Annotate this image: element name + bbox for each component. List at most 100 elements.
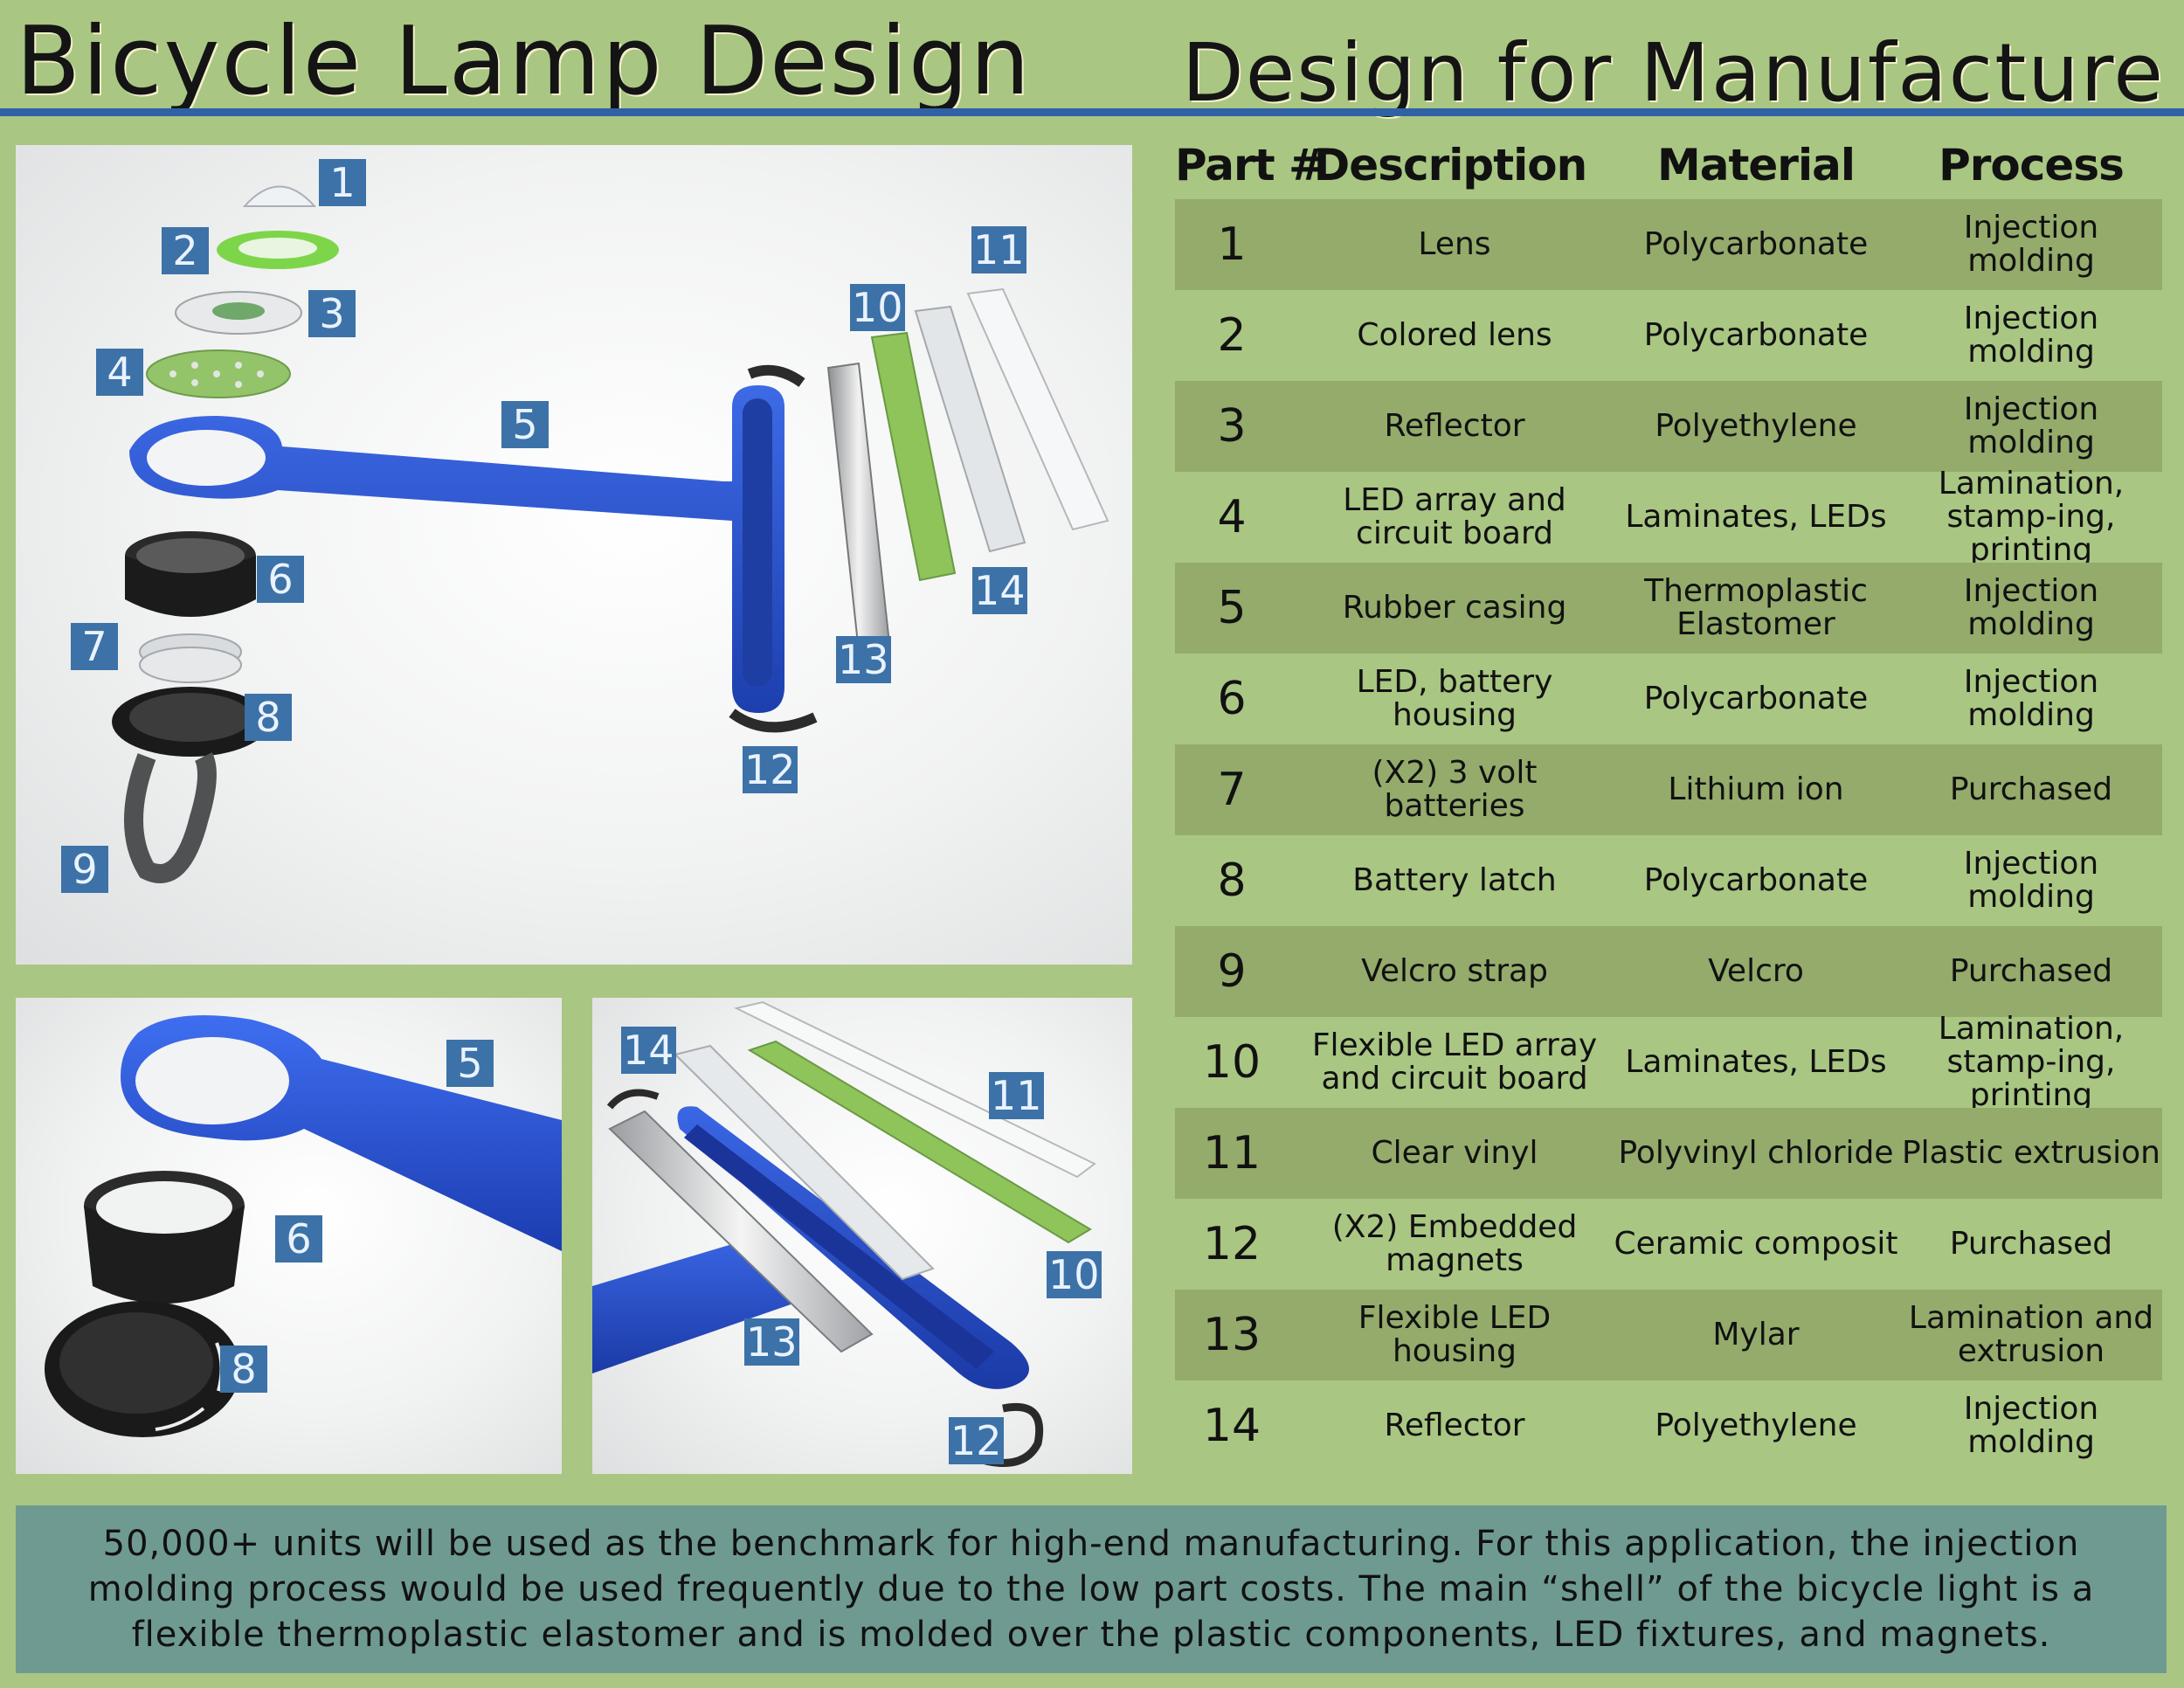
callout-br-13: 13 <box>744 1318 799 1366</box>
part-number: 5 <box>1217 582 1247 634</box>
part-process: Injection molding <box>1963 1391 2099 1460</box>
part-material: Ceramic composit <box>1614 1226 1898 1262</box>
table-row: 9 Velcro strap Velcro Purchased <box>1175 926 2162 1017</box>
part-material: Lithium ion <box>1668 771 1844 807</box>
callout-7: 7 <box>71 623 118 670</box>
part-description: Flexible LED array and circuit board <box>1311 1027 1598 1097</box>
callout-3: 3 <box>308 290 356 337</box>
part-number: 1 <box>1217 218 1247 271</box>
callout-4: 4 <box>96 349 143 396</box>
table-row: 10 Flexible LED array and circuit board … <box>1175 1011 2162 1113</box>
part-material: Polyvinyl chloride <box>1618 1135 1894 1171</box>
table-row: 4 LED array and circuit board Laminates,… <box>1175 466 2162 568</box>
callout-13: 13 <box>836 636 891 683</box>
part-description: Clear vinyl <box>1371 1135 1538 1171</box>
part-process: Injection molding <box>1963 573 2099 642</box>
table-row: 2 Colored lens Polycarbonate Injection m… <box>1175 290 2162 381</box>
part-number: 2 <box>1217 309 1247 362</box>
part-number: 13 <box>1202 1309 1261 1361</box>
part-process: Lamination, stamp-ing, printing <box>1938 1011 2125 1113</box>
part-material: Polycarbonate <box>1643 317 1869 353</box>
part-description: Colored lens <box>1357 317 1552 353</box>
part-description: Reflector <box>1384 408 1525 444</box>
part-process: Injection molding <box>1963 391 2099 460</box>
table-row: 14 Reflector Polyethylene Injection mold… <box>1175 1380 2162 1471</box>
callout-bl-6: 6 <box>275 1215 322 1263</box>
part-process: Lamination, stamp-ing, printing <box>1938 466 2125 568</box>
table-row: 5 Rubber casing Thermoplastic Elastomer … <box>1175 563 2162 654</box>
page-title: Bicycle Lamp Design <box>16 7 1032 116</box>
part-material: Polycarbonate <box>1643 681 1869 716</box>
part-process: Purchased <box>1949 771 2113 807</box>
header-part-number: Part # <box>1175 140 1325 190</box>
part-process: Plastic extrusion <box>1901 1135 2161 1171</box>
part-number: 8 <box>1217 854 1247 907</box>
callout-9: 9 <box>61 846 108 893</box>
part-description: Velcro strap <box>1361 953 1548 989</box>
part-number: 11 <box>1202 1127 1261 1180</box>
header-description: Description <box>1313 140 1587 190</box>
part-material: Polyethylene <box>1655 1408 1857 1443</box>
part-process: Purchased <box>1949 1226 2113 1262</box>
part-description: Lens <box>1418 226 1491 262</box>
exploded-view-render: 1 2 3 4 5 6 7 8 9 10 11 12 13 14 <box>16 145 1132 965</box>
part-description: Battery latch <box>1352 862 1557 898</box>
header-process: Process <box>1939 140 2125 190</box>
part-process: Purchased <box>1949 953 2113 989</box>
part-description: Rubber casing <box>1342 590 1567 626</box>
part-material: Thermoplastic Elastomer <box>1644 573 1868 642</box>
part-process: Injection molding <box>1963 664 2099 733</box>
part-material: Velcro <box>1708 953 1804 989</box>
part-number: 6 <box>1217 673 1247 725</box>
header-material: Material <box>1657 140 1856 190</box>
callout-bl-8: 8 <box>220 1346 267 1393</box>
casing-detail-illustration <box>45 1015 562 1437</box>
part-description: Reflector <box>1384 1408 1525 1443</box>
callout-8: 8 <box>245 694 292 741</box>
part-process: Lamination and extrusion <box>1908 1300 2154 1369</box>
callout-br-11: 11 <box>989 1072 1044 1119</box>
part-material: Mylar <box>1712 1317 1800 1352</box>
part-number: 10 <box>1202 1036 1261 1089</box>
part-number: 7 <box>1217 764 1247 816</box>
part-description: (X2) 3 volt batteries <box>1372 755 1538 824</box>
table-row: 12 (X2) Embedded magnets Ceramic composi… <box>1175 1199 2162 1290</box>
part-description: Flexible LED housing <box>1358 1300 1552 1369</box>
part-number: 3 <box>1217 400 1247 453</box>
part-material: Polyethylene <box>1655 408 1857 444</box>
callout-1: 1 <box>319 159 366 206</box>
table-row: 1 Lens Polycarbonate Injection molding <box>1175 199 2162 290</box>
table-row: 13 Flexible LED housing Mylar Lamination… <box>1175 1290 2162 1380</box>
callout-10: 10 <box>850 284 905 331</box>
callout-14: 14 <box>972 567 1027 614</box>
table-row: 6 LED, battery housing Polycarbonate Inj… <box>1175 654 2162 744</box>
part-number: 12 <box>1202 1218 1261 1270</box>
part-process: Injection molding <box>1963 210 2099 279</box>
section-title: Design for Manufacture <box>1181 26 2165 120</box>
callout-br-12: 12 <box>949 1417 1004 1464</box>
table-row: 8 Battery latch Polycarbonate Injection … <box>1175 835 2162 926</box>
callout-br-14: 14 <box>621 1027 676 1074</box>
strip-detail-illustration <box>592 1000 1096 1467</box>
title-divider <box>0 108 2184 116</box>
part-number: 4 <box>1217 491 1247 543</box>
part-number: 9 <box>1217 945 1247 998</box>
callout-5: 5 <box>501 401 549 448</box>
part-description: LED, battery housing <box>1356 664 1553 733</box>
strip-detail-render: 14 11 10 13 12 <box>592 998 1132 1474</box>
part-material: Polycarbonate <box>1643 862 1869 898</box>
part-process: Injection molding <box>1963 846 2099 915</box>
casing-detail-render: 5 6 8 <box>16 998 562 1474</box>
part-material: Laminates, LEDs <box>1625 499 1887 535</box>
part-description: (X2) Embedded magnets <box>1331 1209 1578 1278</box>
part-description: LED array and circuit board <box>1343 482 1566 551</box>
part-number: 14 <box>1202 1400 1261 1452</box>
manufacturing-summary: 50,000+ units will be used as the benchm… <box>16 1505 2167 1673</box>
part-material: Laminates, LEDs <box>1625 1044 1887 1080</box>
table-row: 3 Reflector Polyethylene Injection moldi… <box>1175 381 2162 472</box>
callout-2: 2 <box>162 227 209 274</box>
callout-12: 12 <box>743 746 798 793</box>
callout-11: 11 <box>971 226 1026 273</box>
exploded-view-illustration <box>112 185 1109 883</box>
callout-br-10: 10 <box>1047 1251 1102 1298</box>
